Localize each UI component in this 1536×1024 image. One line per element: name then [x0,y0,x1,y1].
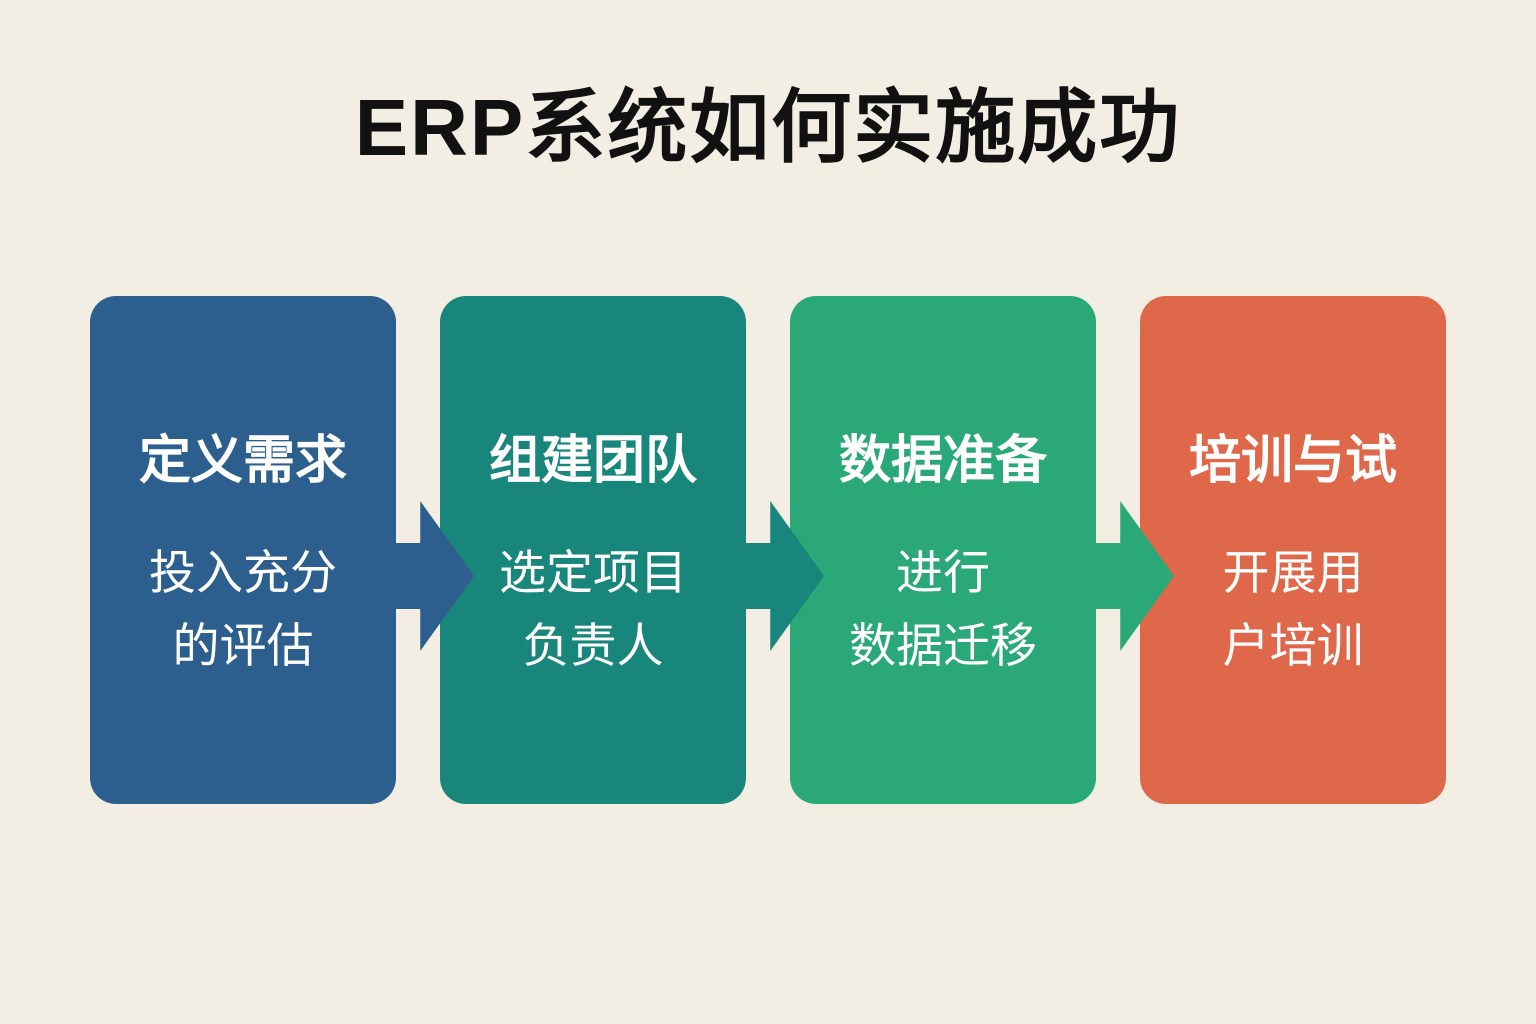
step-card-define-requirements: 定义需求 投入充分 的评估 [90,296,396,804]
step-card-training-trial: 培训与试 开展用 户培训 [1140,296,1446,804]
step-body: 进行 数据迁移 [849,545,1037,672]
step-heading: 培训与试 [1188,431,1397,490]
process-flow: 定义需求 投入充分 的评估 组建团队 选定项目 负责人 数据准备 进行 数据迁移… [0,296,1536,804]
step-body: 开展用 户培训 [1222,545,1364,672]
step-body: 选定项目 负责人 [499,545,687,672]
page-title: ERP系统如何实施成功 [354,83,1182,172]
step-card-data-preparation: 数据准备 进行 数据迁移 [790,296,1096,804]
step-heading: 数据准备 [838,431,1047,490]
step-heading: 定义需求 [138,431,347,490]
step-heading: 组建团队 [488,431,697,490]
step-body: 投入充分 的评估 [149,545,337,672]
step-card-build-team: 组建团队 选定项目 负责人 [440,296,746,804]
